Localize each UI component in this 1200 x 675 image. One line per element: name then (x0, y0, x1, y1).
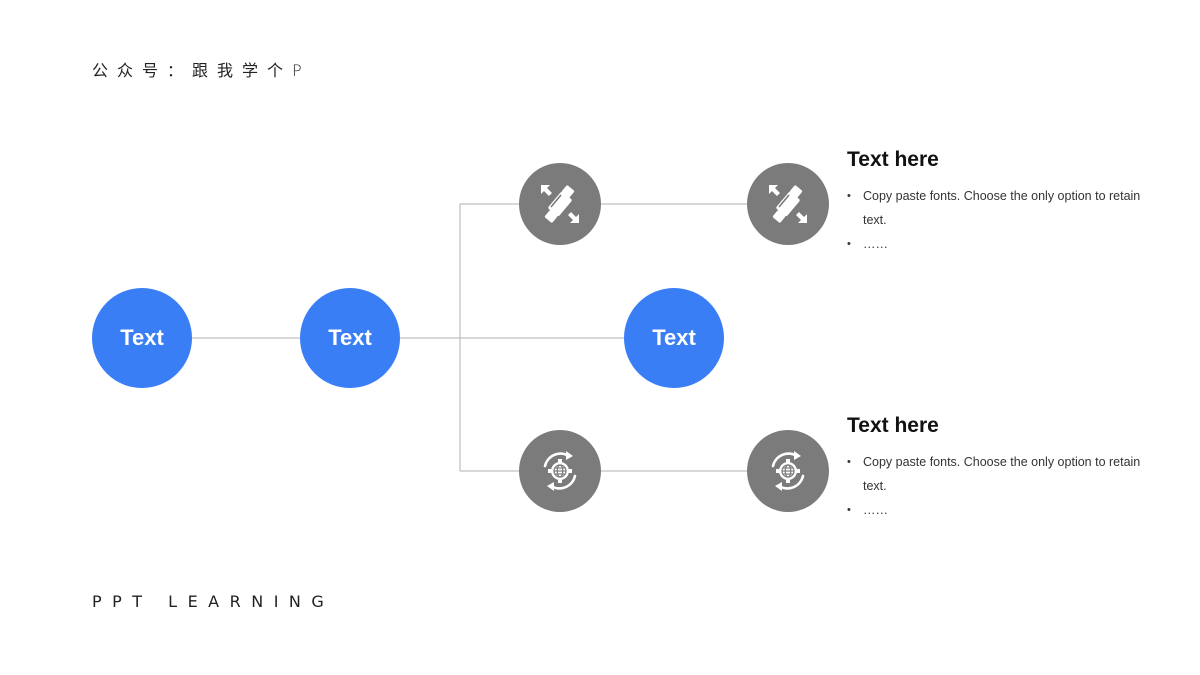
root-node-label: Text (120, 325, 164, 350)
satellite-icon (541, 185, 579, 223)
bullet-item: Copy paste fonts. Choose the only option… (847, 450, 1147, 498)
middle-node[interactable]: Text (300, 288, 400, 388)
center-branch-node[interactable]: Text (624, 288, 724, 388)
info-block-bottom: Text here Copy paste fonts. Choose the o… (847, 414, 1147, 522)
bottom-branch-icon-circle[interactable] (519, 430, 601, 512)
info-block-bullets: Copy paste fonts. Choose the only option… (847, 450, 1147, 522)
bottom-detail-icon-circle[interactable] (747, 430, 829, 512)
bullet-item: …… (847, 498, 1147, 522)
top-detail-icon-circle[interactable] (747, 163, 829, 245)
bullet-item: Copy paste fonts. Choose the only option… (847, 184, 1147, 232)
page-footer-label: PPT LEARNING (92, 592, 335, 611)
globe-gear-sync-icon (543, 451, 577, 491)
top-branch-icon-circle[interactable] (519, 163, 601, 245)
page-header-title: 公众号：跟我学个P (92, 61, 311, 80)
middle-node-label: Text (328, 325, 372, 350)
center-branch-node-label: Text (652, 325, 696, 350)
info-block-top: Text here Copy paste fonts. Choose the o… (847, 148, 1147, 256)
bullet-item: …… (847, 232, 1147, 256)
info-block-bullets: Copy paste fonts. Choose the only option… (847, 184, 1147, 256)
satellite-icon (769, 185, 807, 223)
globe-gear-sync-icon (771, 451, 805, 491)
info-block-title: Text here (847, 414, 939, 437)
root-node[interactable]: Text (92, 288, 192, 388)
info-block-title: Text here (847, 148, 939, 171)
